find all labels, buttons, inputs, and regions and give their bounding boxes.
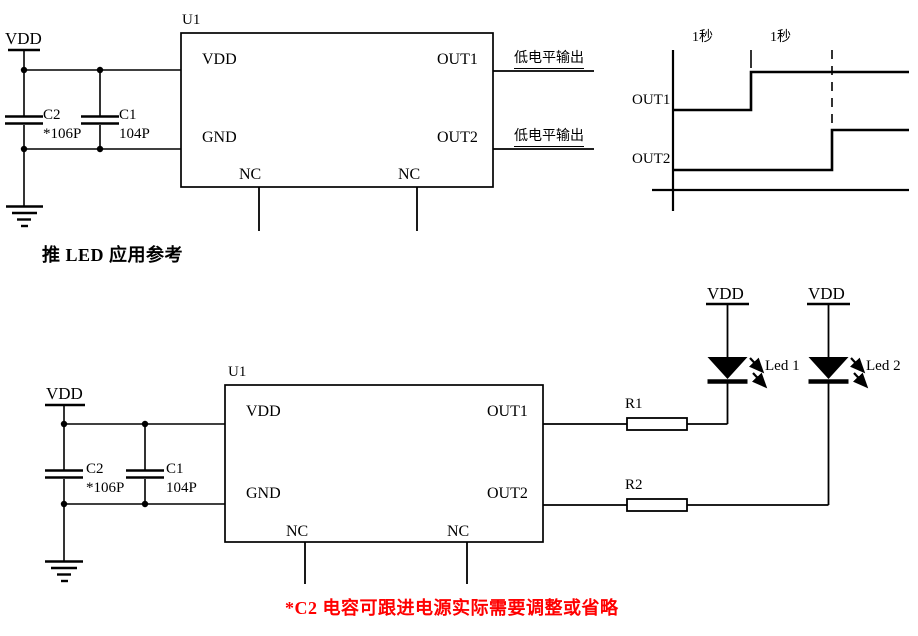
led-pin-nc2: NC	[447, 523, 470, 540]
timing-axes	[652, 50, 909, 211]
timing-waveforms	[673, 70, 909, 172]
led1-symbol	[706, 302, 768, 389]
top-ic-pin-wires	[258, 70, 594, 231]
r1-refdes: R1	[625, 396, 643, 412]
led-ic-refdes: U1	[228, 364, 247, 380]
top-c1-value: 104P	[119, 126, 150, 142]
led-ic-pin-wires	[304, 542, 468, 584]
led-pin-out2: OUT2	[487, 485, 528, 502]
out2-level-note: 低电平输出	[514, 129, 584, 147]
top-pin-vdd: VDD	[202, 51, 237, 68]
led-pin-gnd: GND	[246, 485, 281, 502]
top-pin-nc1: NC	[239, 166, 262, 183]
led-ic-body	[224, 384, 544, 543]
out1-level-note: 低电平输出	[514, 51, 584, 69]
led-vdd-net-label: VDD	[46, 384, 83, 403]
top-ic-body	[180, 32, 494, 188]
led1-refdes: Led 1	[765, 358, 800, 374]
top-power-rail-symbol	[8, 48, 40, 70]
top-c2-value: *106P	[43, 126, 82, 142]
led-c2-refdes: C2	[86, 461, 104, 477]
top-junction-dots	[20, 66, 104, 153]
top-c1-refdes: C1	[119, 107, 137, 123]
led-pin-out1: OUT1	[487, 403, 528, 420]
led-ground-symbol	[45, 504, 83, 583]
top-vdd-net-label: VDD	[5, 29, 42, 48]
r2-refdes: R2	[625, 477, 643, 493]
led-capacitor-c1	[126, 424, 164, 504]
led2-vdd-label: VDD	[808, 284, 845, 303]
out1-waveform	[673, 70, 909, 112]
led1-vdd-label: VDD	[707, 284, 744, 303]
led-pin-nc1: NC	[286, 523, 309, 540]
top-ic-refdes: U1	[182, 12, 201, 28]
led-junction-dots	[60, 420, 149, 508]
top-pin-gnd: GND	[202, 129, 237, 146]
resistor-r2	[543, 383, 830, 512]
top-c2-refdes: C2	[43, 107, 61, 123]
led-c2-value: *106P	[86, 480, 125, 496]
top-pin-out2: OUT2	[437, 129, 478, 146]
top-capacitor-c1	[81, 70, 119, 149]
led2-symbol	[807, 302, 869, 389]
led-capacitor-c2	[45, 424, 83, 504]
c2-footnote: *C2 电容可跟进电源实际需要调整或省略	[285, 598, 619, 618]
led-c1-refdes: C1	[166, 461, 184, 477]
led-c1-value: 104P	[166, 480, 197, 496]
top-capacitor-c2	[5, 70, 43, 149]
timing-interval2-label: 1秒	[770, 30, 791, 45]
top-pin-out1: OUT1	[437, 51, 478, 68]
timing-out2-label: OUT2	[632, 151, 671, 167]
out2-waveform	[673, 128, 909, 172]
top-ground-symbol	[6, 149, 43, 228]
section-heading: 推 LED 应用参考	[42, 245, 184, 265]
led-pin-vdd: VDD	[246, 403, 281, 420]
resistor-r1	[543, 383, 729, 431]
top-pin-nc2: NC	[398, 166, 421, 183]
timing-out1-label: OUT1	[632, 92, 671, 108]
timing-interval1-label: 1秒	[692, 30, 713, 45]
led2-refdes: Led 2	[866, 358, 901, 374]
